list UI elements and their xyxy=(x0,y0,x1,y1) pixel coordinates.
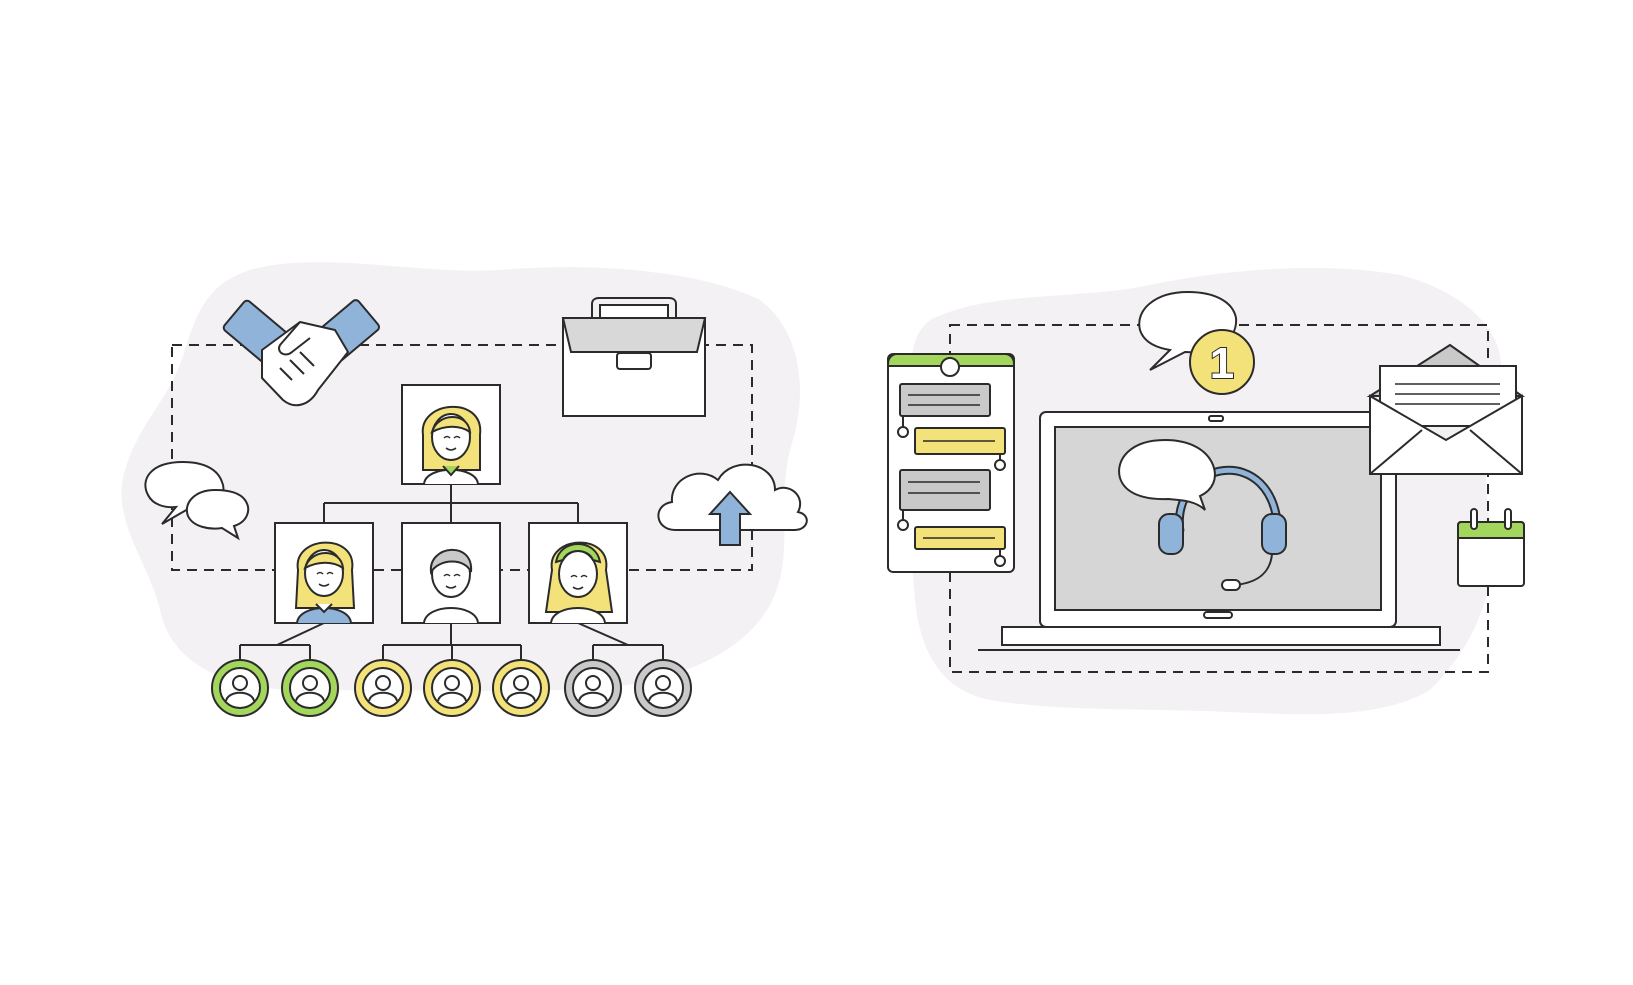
bottom-avatar-7 xyxy=(634,659,692,717)
handshake-icon xyxy=(222,299,381,407)
bottom-avatar-4 xyxy=(423,659,481,717)
org-chart-top-person xyxy=(401,384,501,485)
bottom-avatar-1 xyxy=(211,659,269,717)
org-chart-person-left xyxy=(274,522,374,624)
calendar-icon xyxy=(1457,508,1525,587)
org-chart-person-right xyxy=(528,522,628,624)
right-illustration: 1 xyxy=(887,267,1526,715)
bottom-avatar-3 xyxy=(354,659,412,717)
notification-badge-icon: 1 xyxy=(1189,329,1255,395)
briefcase-icon xyxy=(561,297,707,417)
bottom-avatar-5 xyxy=(492,659,550,717)
envelope-icon xyxy=(1366,343,1526,475)
speech-bubble-icon xyxy=(1138,290,1238,371)
bottom-avatar-6 xyxy=(564,659,622,717)
cloud-upload-icon xyxy=(657,463,808,546)
phone-chat-icon xyxy=(887,353,1015,573)
org-chart-connectors xyxy=(239,484,664,660)
notification-count: 1 xyxy=(1210,339,1234,388)
headset-icon xyxy=(1158,465,1287,591)
bottom-avatar-2 xyxy=(281,659,339,717)
screen-speech-bubble-icon xyxy=(1118,438,1216,511)
org-chart-person-center xyxy=(401,522,501,624)
left-illustration xyxy=(121,262,808,717)
chat-bubbles-icon xyxy=(144,460,250,541)
